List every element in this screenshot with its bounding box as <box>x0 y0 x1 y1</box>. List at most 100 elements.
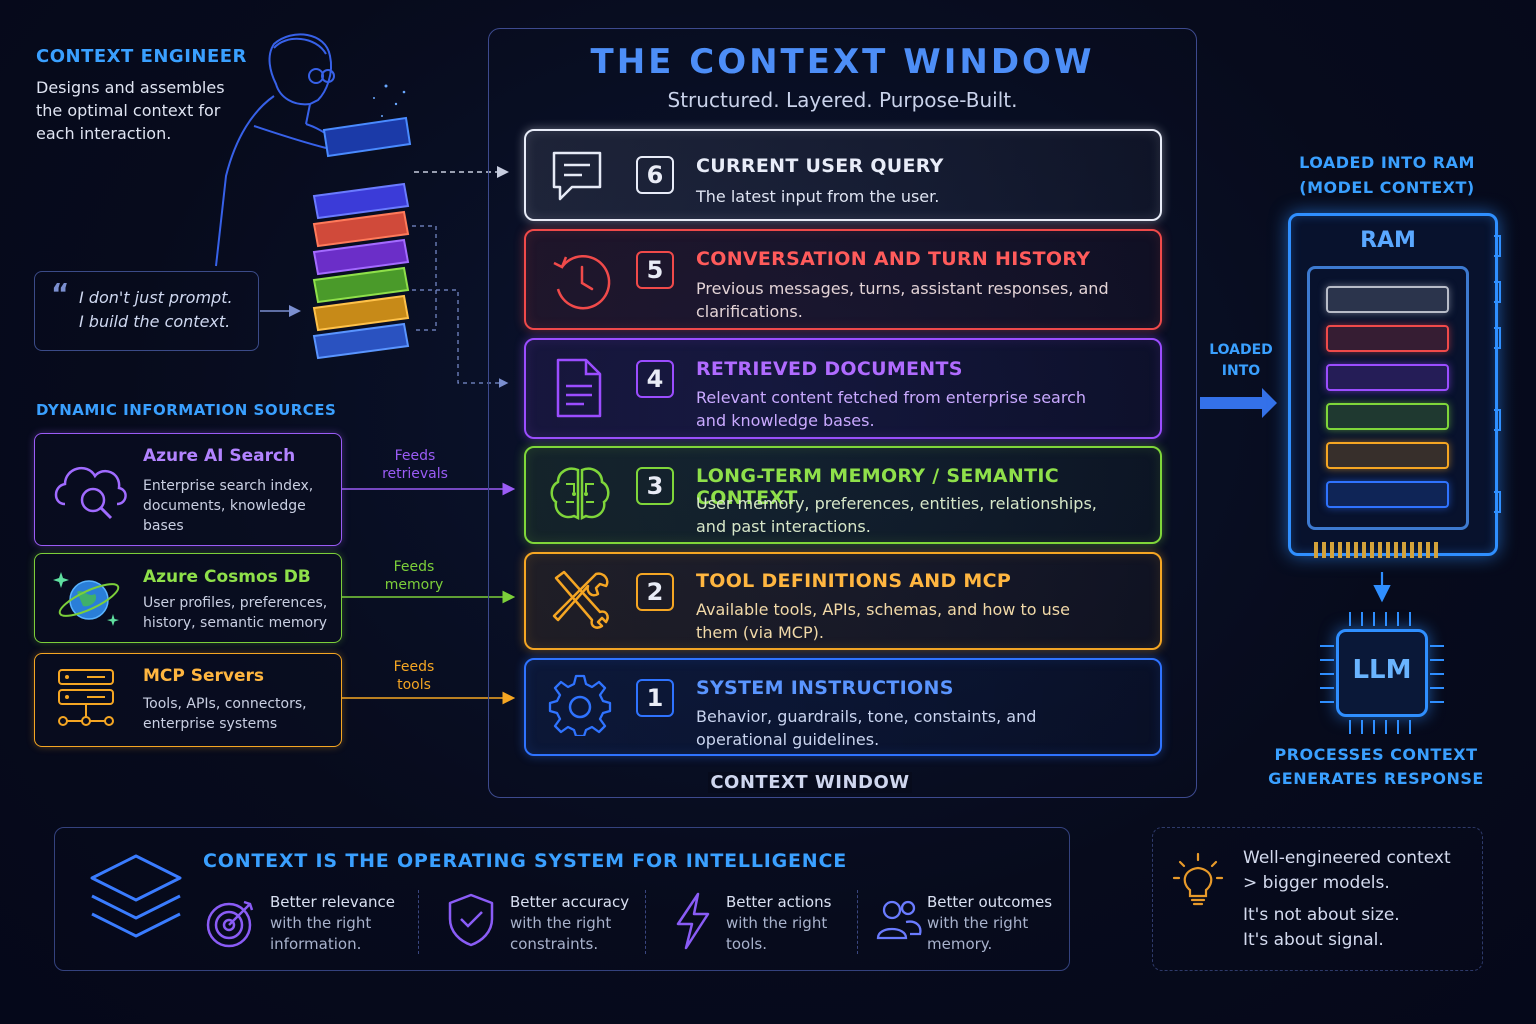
ram-slot <box>1326 481 1449 508</box>
layer-title: CONVERSATION AND TURN HISTORY <box>696 248 1091 270</box>
llm-label: LLM <box>1352 655 1412 685</box>
insight-line-4: It's about signal. <box>1243 930 1384 950</box>
benefit-line-3: memory. <box>927 935 993 953</box>
ram-notches <box>1494 235 1501 513</box>
arrow-to-documents <box>412 289 509 388</box>
source-name: Azure AI Search <box>143 446 296 466</box>
llm-caption-line-1: PROCESSES CONTEXT <box>1274 745 1478 764</box>
loaded-into-arrow <box>1200 388 1277 418</box>
users-icon <box>876 900 922 940</box>
insight-line-3: It's not about size. <box>1243 905 1400 925</box>
quote-mark-icon: “ <box>51 277 70 310</box>
loaded-into-label: LOADED INTO <box>1204 340 1278 382</box>
feed-line-2: retrievals <box>382 466 448 482</box>
benefit-actions: Better actions with the right tools. <box>726 892 831 955</box>
history-clock-icon <box>553 254 611 310</box>
layer-description: The latest input from the user. <box>696 187 940 206</box>
source-name: MCP Servers <box>143 666 265 686</box>
lightbulb-icon <box>1172 852 1224 906</box>
benefit-line-2: with the right <box>510 914 612 932</box>
source-azure-ai-search: Azure AI Search Enterprise search index,… <box>34 433 342 546</box>
llm-caption-line-2: GENERATES RESPONSE <box>1268 769 1484 788</box>
gear-icon <box>548 674 612 736</box>
layer-number: 1 <box>636 679 674 717</box>
benefit-line-2: with the right <box>270 914 372 932</box>
layer-description: User memory, preferences, entities, rela… <box>696 494 1097 536</box>
insight-panel <box>1152 827 1483 971</box>
layer-number: 5 <box>636 251 674 289</box>
benefit-title: Better actions <box>726 893 832 911</box>
layer-description: Relevant content fetched from enterprise… <box>696 388 1087 430</box>
layer-number: 4 <box>636 360 674 398</box>
feed-line-1: Feeds <box>393 559 435 575</box>
quote-line-2: I build the context. <box>79 312 231 331</box>
context-window-frame <box>488 28 1197 798</box>
benefit-accuracy: Better accuracy with the right constrain… <box>510 892 629 955</box>
source-azure-cosmos-db: Azure Cosmos DB User profiles, preferenc… <box>34 553 342 643</box>
benefit-title: Better relevance <box>270 893 395 911</box>
lightning-icon <box>676 892 710 950</box>
document-icon <box>556 358 602 418</box>
brain-icon <box>550 467 610 521</box>
loaded-line-2: INTO <box>1221 363 1261 379</box>
layer-description: Behavior, guardrails, tone, constaints, … <box>696 707 1037 749</box>
layer-title: RETRIEVED DOCUMENTS <box>696 358 963 380</box>
layer-tool-definitions: 2 TOOL DEFINITIONS AND MCP Available too… <box>524 552 1162 650</box>
context-window-subtitle: Structured. Layered. Purpose-Built. <box>667 88 1018 112</box>
benefit-line-2: with the right <box>927 914 1029 932</box>
benefit-line-3: tools. <box>726 935 767 953</box>
source-description: Enterprise search index, documents, know… <box>143 478 314 534</box>
benefit-divider <box>857 890 858 954</box>
benefit-line-2: with the right <box>726 914 828 932</box>
ram-inner-panel <box>1307 266 1469 530</box>
benefit-title: Better outcomes <box>927 893 1053 911</box>
layer-number: 2 <box>636 573 674 611</box>
benefit-relevance: Better relevance with the right informat… <box>270 892 395 955</box>
feeds-retrievals-label: Feeds retrievals <box>370 447 460 483</box>
layer-retrieved-documents: 4 RETRIEVED DOCUMENTS Relevant content f… <box>524 338 1162 439</box>
layer-number: 3 <box>636 467 674 505</box>
target-icon <box>206 900 254 948</box>
engineer-description: Designs and assembles the optimal contex… <box>36 78 225 143</box>
source-description: User profiles, preferences, history, sem… <box>143 595 328 631</box>
ram-slot <box>1326 403 1449 430</box>
operating-system-title: CONTEXT IS THE OPERATING SYSTEM FOR INTE… <box>203 850 847 872</box>
benefit-divider <box>645 890 646 954</box>
feed-line-1: Feeds <box>394 448 436 464</box>
ram-slot <box>1326 325 1449 352</box>
layer-description: Available tools, APIs, schemas, and how … <box>696 600 1070 642</box>
benefit-outcomes: Better outcomes with the right memory. <box>927 892 1052 955</box>
llm-chip <box>1336 629 1428 717</box>
benefit-title: Better accuracy <box>510 893 630 911</box>
ram-contacts <box>1314 542 1438 558</box>
feed-line-1: Feeds <box>393 659 435 675</box>
benefit-line-3: constraints. <box>510 935 599 953</box>
feed-line-2: memory <box>384 577 444 593</box>
insight-text-2: It's not about size. It's about signal. <box>1243 903 1473 953</box>
source-mcp-servers: MCP Servers Tools, APIs, connectors, ent… <box>34 653 342 747</box>
operating-system-panel <box>54 827 1070 971</box>
layer-title: LONG-TERM MEMORY / SEMANTIC CONTEXT <box>696 465 1059 509</box>
layer-title: SYSTEM INSTRUCTIONS <box>696 677 954 699</box>
context-window-title: THE CONTEXT WINDOW <box>590 42 1095 82</box>
feeds-tools-label: Feeds tools <box>369 658 459 694</box>
layer-long-term-memory: 3 LONG-TERM MEMORY / SEMANTIC CONTEXT Us… <box>524 446 1162 544</box>
shield-check-icon <box>448 893 494 947</box>
ram-slot <box>1326 442 1449 469</box>
benefit-line-3: information. <box>270 935 362 953</box>
sources-title: DYNAMIC INFORMATION SOURCES <box>36 401 337 419</box>
tools-icon <box>552 570 609 629</box>
layer-current-user-query: 6 CURRENT USER QUERY The latest input fr… <box>524 129 1162 221</box>
chat-bubble-icon <box>552 151 602 201</box>
insight-text-1: Well-engineered context > bigger models. <box>1243 846 1473 896</box>
llm-caption: PROCESSES CONTEXT GENERATES RESPONSE <box>1260 743 1492 791</box>
server-stack-icon <box>58 669 114 726</box>
ram-slot <box>1326 286 1449 313</box>
ram-title: LOADED INTO RAM (MODEL CONTEXT) <box>1280 150 1494 200</box>
chip-pins-icon <box>1320 612 1444 734</box>
layers-stack-icon <box>90 854 182 938</box>
layer-conversation-history: 5 CONVERSATION AND TURN HISTORY Previous… <box>524 229 1162 330</box>
feed-line-2: tools <box>397 677 431 693</box>
benefit-divider <box>418 890 419 954</box>
source-description: Tools, APIs, connectors, enterprise syst… <box>143 696 307 732</box>
